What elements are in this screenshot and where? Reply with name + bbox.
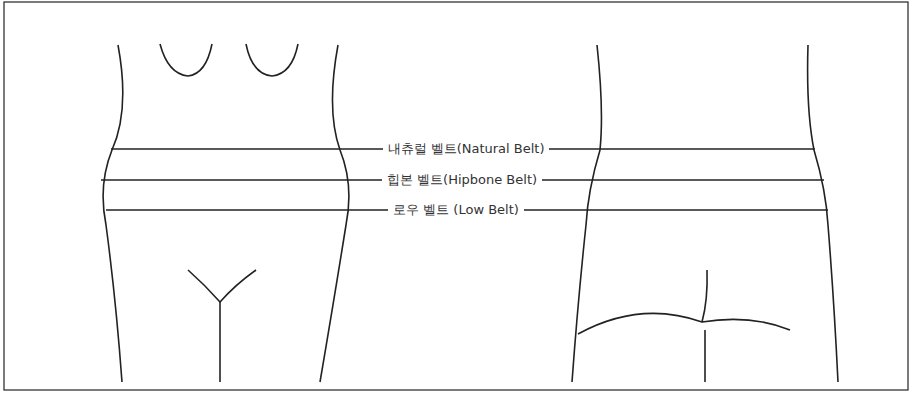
leg-line bbox=[704, 330, 706, 382]
front-outline bbox=[103, 45, 123, 382]
belt-label: 로우 벨트 (Low Belt) bbox=[388, 202, 524, 218]
crotch-line bbox=[188, 270, 256, 302]
belt-label: 내츄럴 벨트(Natural Belt) bbox=[383, 141, 550, 157]
leg-line bbox=[219, 302, 221, 382]
frame bbox=[4, 2, 908, 390]
bust-curve bbox=[246, 44, 298, 76]
back-outline bbox=[572, 45, 601, 382]
front-outline bbox=[320, 45, 349, 382]
back-seam bbox=[702, 270, 707, 322]
belt-label: 힙본 벨트(Hipbone Belt) bbox=[382, 172, 542, 188]
buttock-curve bbox=[578, 313, 790, 334]
back-outline bbox=[808, 45, 838, 382]
bust-curve bbox=[160, 44, 212, 76]
